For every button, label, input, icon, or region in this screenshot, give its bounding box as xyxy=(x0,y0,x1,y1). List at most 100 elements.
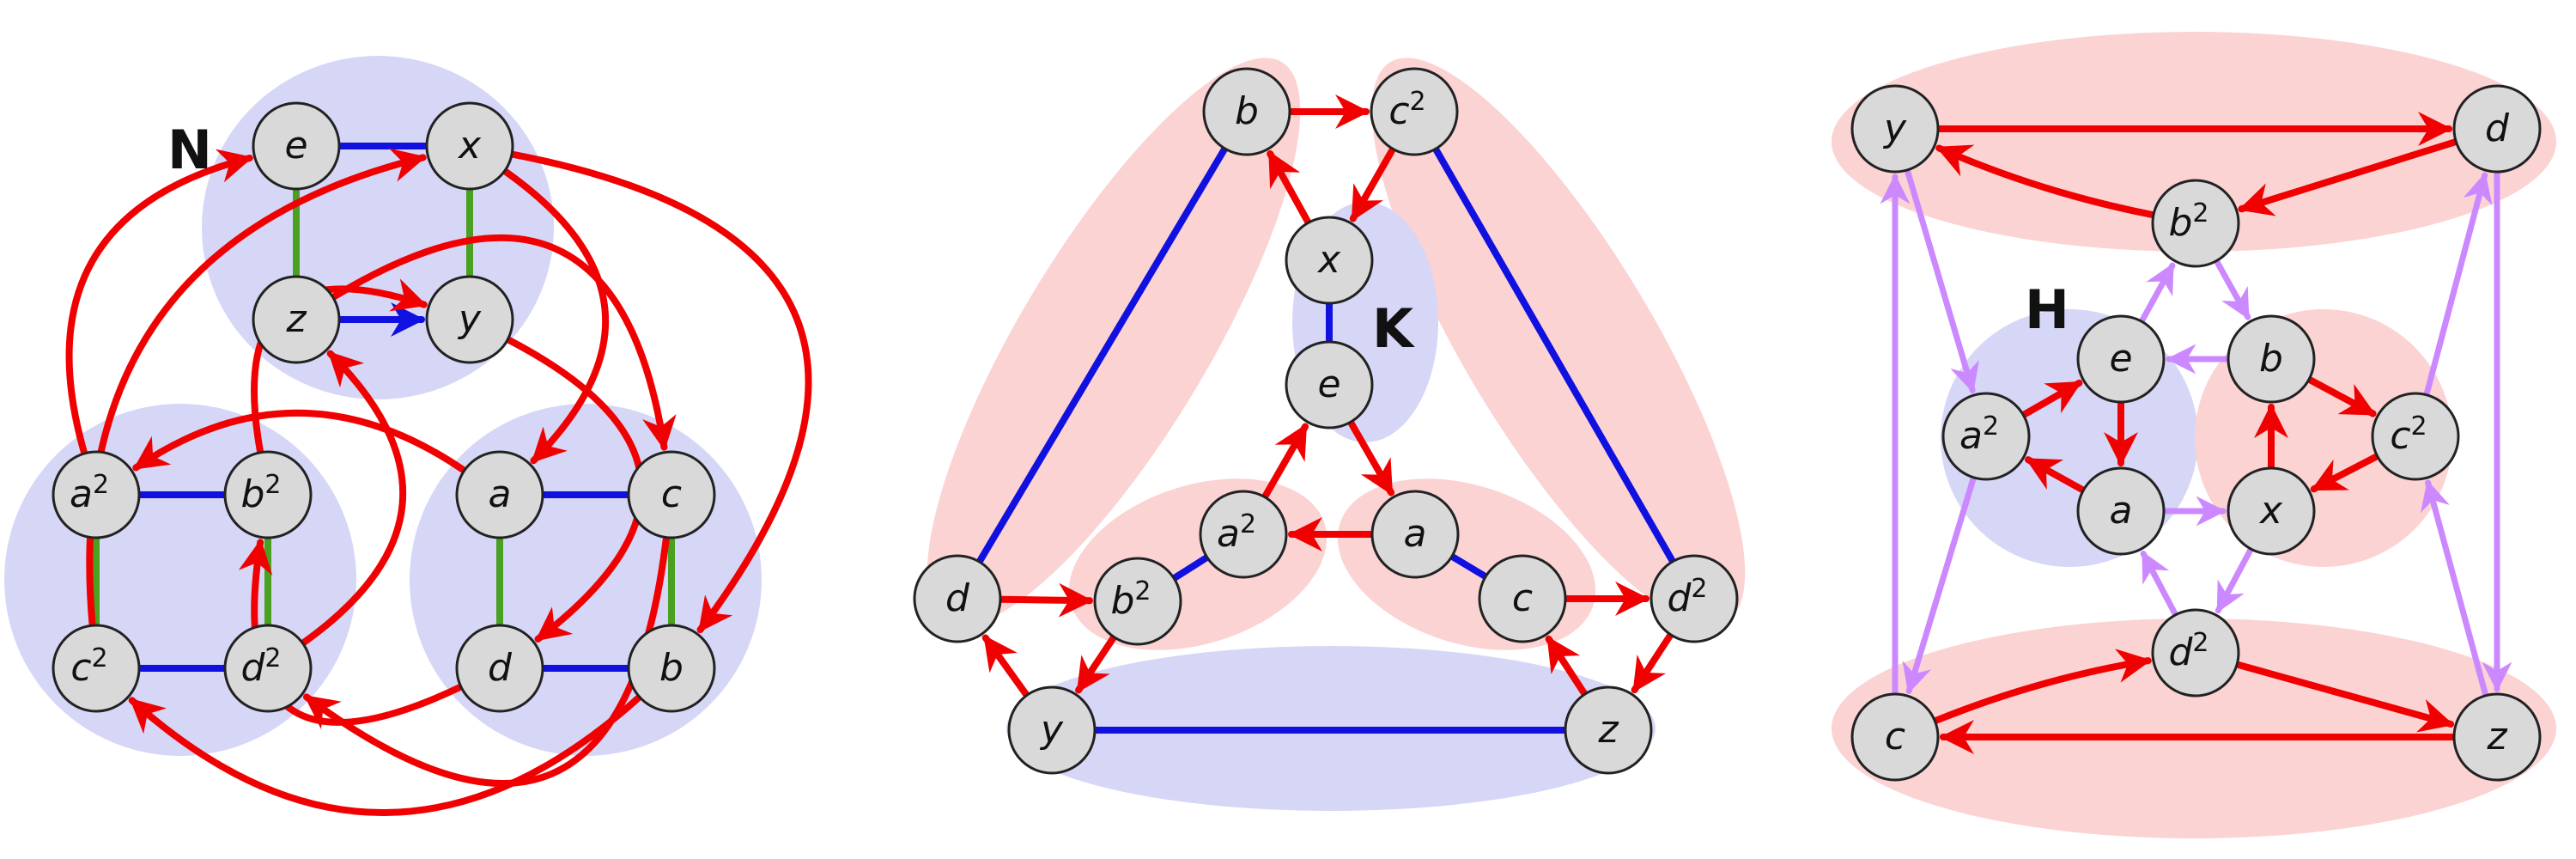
node-K-b2: b2 xyxy=(1093,557,1182,646)
node-H-x: x xyxy=(2227,466,2316,556)
node-label: e xyxy=(284,124,307,168)
node-label: a2 xyxy=(1959,411,1999,458)
node-K-x: x xyxy=(1285,216,1374,305)
node-label-superscript: 2 xyxy=(2192,628,2208,658)
node-circle xyxy=(1093,557,1182,646)
node-label: e xyxy=(2109,337,2132,381)
node-label-superscript: 2 xyxy=(2192,198,2208,228)
node-K-c2: c2 xyxy=(1370,67,1459,156)
node-label: x xyxy=(457,124,482,168)
node-K-d2: d2 xyxy=(1649,554,1739,643)
edge-K-a2-b2 xyxy=(1171,554,1210,582)
edge-N-x-b xyxy=(510,150,812,634)
node-N-a: a xyxy=(455,450,544,539)
node-label: a xyxy=(1404,512,1427,556)
node-label-base: e xyxy=(284,124,307,168)
node-label-base: a xyxy=(1217,512,1240,556)
node-label-base: b xyxy=(2168,201,2192,245)
node-circle xyxy=(252,275,341,364)
node-K-a2: a2 xyxy=(1199,490,1288,579)
label-N: N xyxy=(167,119,212,181)
node-label: b xyxy=(2259,337,2283,381)
edge-N-a-a2 xyxy=(132,409,467,473)
node-label: a2 xyxy=(1217,509,1256,556)
node-circle xyxy=(1649,554,1739,643)
node-circle xyxy=(1285,340,1374,430)
node-label-base: c xyxy=(1388,89,1409,133)
node-label-base: c xyxy=(661,472,682,516)
node-circle xyxy=(455,624,544,713)
node-label: x xyxy=(1316,238,1341,282)
node-H-z: z xyxy=(2452,692,2542,782)
node-N-y: y xyxy=(425,275,514,364)
edge-H-y-a2 xyxy=(1905,168,1979,393)
edge-N-x-a xyxy=(502,168,610,465)
node-circle xyxy=(2151,179,2240,268)
node-label: z xyxy=(285,297,307,341)
node-H-d: d xyxy=(2452,84,2542,174)
node-K-e: e xyxy=(1285,340,1374,430)
node-K-c: c xyxy=(1478,554,1567,643)
node-circle xyxy=(1478,554,1567,643)
node-label-base: b xyxy=(659,646,683,690)
node-circle xyxy=(1199,490,1288,579)
node-label: y xyxy=(1039,708,1064,752)
node-K-b: b xyxy=(1202,67,1291,156)
node-label-superscript: 2 xyxy=(264,470,281,500)
node-label-base: b xyxy=(1235,89,1259,133)
node-label-base: e xyxy=(2109,337,2132,381)
node-H-d2: d2 xyxy=(2151,608,2240,698)
node-label: y xyxy=(457,297,482,341)
edge-K-a-c xyxy=(1449,553,1488,580)
node-label-base: x xyxy=(457,124,482,168)
node-label: b2 xyxy=(2168,198,2208,245)
node-circle xyxy=(2076,314,2166,404)
node-H-y: y xyxy=(1850,84,1940,174)
node-circle xyxy=(627,624,716,713)
node-circle xyxy=(1007,685,1097,775)
node-label-base: a xyxy=(1959,414,1983,458)
node-label-base: d xyxy=(2485,107,2510,150)
label-H: H xyxy=(2025,278,2069,341)
node-label-superscript: 2 xyxy=(92,643,108,673)
node-label-base: c xyxy=(1512,576,1533,620)
node-label-base: d xyxy=(488,646,513,690)
group-blob-0-1 xyxy=(4,404,356,756)
node-label-base: c xyxy=(70,646,91,690)
node-circle xyxy=(425,101,514,191)
node-circle xyxy=(52,624,141,713)
edge-K-b2-y xyxy=(1075,635,1117,694)
node-label: b2 xyxy=(1110,576,1151,623)
node-label-base: a xyxy=(489,472,512,516)
node-circle xyxy=(425,275,514,364)
node-circle xyxy=(1202,67,1291,156)
node-label: d xyxy=(488,646,513,690)
edge-H-a2-e xyxy=(2021,379,2083,418)
node-N-d: d xyxy=(455,624,544,713)
edge-H-d-b2 xyxy=(2238,138,2458,216)
node-label-base: y xyxy=(457,297,482,341)
edge-N-a2-e xyxy=(65,149,253,455)
node-label-superscript: 2 xyxy=(1983,411,1999,442)
node-label: a2 xyxy=(70,470,109,516)
node-label: a xyxy=(489,472,512,516)
edge-K-d2-z xyxy=(1631,632,1674,694)
node-circle xyxy=(1850,692,1940,782)
node-circle xyxy=(913,554,1002,643)
edge-K-c2-d2 xyxy=(1432,147,1676,564)
node-label-superscript: 2 xyxy=(1691,574,1707,604)
node-label: c xyxy=(661,472,682,516)
node-circle xyxy=(455,450,544,539)
node-H-a: a xyxy=(2076,466,2166,556)
node-circle xyxy=(2452,692,2542,782)
edge-N-z-c xyxy=(331,234,677,451)
node-label: d xyxy=(2485,107,2510,150)
node-label-base: d xyxy=(945,576,970,620)
node-circle xyxy=(2452,84,2542,174)
node-label-base: y xyxy=(1882,107,1907,150)
node-label-base: z xyxy=(285,297,307,341)
group-blob-2-1 xyxy=(1832,618,2556,838)
node-H-c: c xyxy=(1850,692,1940,782)
node-label-base: d xyxy=(2168,631,2193,674)
node-label-base: b xyxy=(1110,579,1134,623)
